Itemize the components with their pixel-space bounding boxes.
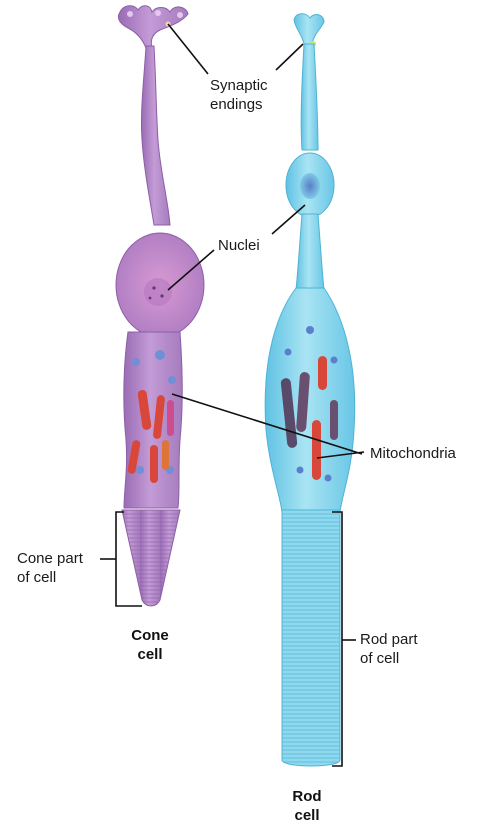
rod-outer-segment <box>282 510 340 766</box>
synaptic-leader-cone <box>168 24 208 74</box>
mitochondria-text: Mitochondria <box>370 444 456 463</box>
nuclei-label: Nuclei <box>218 236 260 255</box>
rod-title-line1: Rod <box>282 787 332 806</box>
cone-title-line1: Cone <box>120 626 180 645</box>
cone-synaptic-endings <box>118 6 188 48</box>
cone-part-line1: Cone part <box>17 549 83 568</box>
rod-part-line2: of cell <box>360 649 418 668</box>
rod-part-label: Rod part of cell <box>360 630 418 668</box>
cone-part-label: Cone part of cell <box>17 549 83 587</box>
nuclei-leader-rod <box>272 205 305 234</box>
cone-outer-segment <box>122 510 180 606</box>
cone-cell <box>116 6 204 606</box>
nuclei-text: Nuclei <box>218 236 260 255</box>
synaptic-endings-label: Synaptic endings <box>210 76 268 114</box>
synaptic-endings-line2: endings <box>210 95 268 114</box>
cone-cell-title: Cone cell <box>120 626 180 664</box>
rod-title-line2: cell <box>282 806 332 825</box>
synaptic-leader-rod <box>276 44 303 70</box>
rod-synaptic-ending <box>294 14 324 47</box>
cone-part-line2: of cell <box>17 568 83 587</box>
rod-part-line1: Rod part <box>360 630 418 649</box>
rod-cell-title: Rod cell <box>282 787 332 825</box>
synaptic-endings-line1: Synaptic <box>210 76 268 95</box>
mitochondria-label: Mitochondria <box>370 444 456 463</box>
cone-title-line2: cell <box>120 645 180 664</box>
